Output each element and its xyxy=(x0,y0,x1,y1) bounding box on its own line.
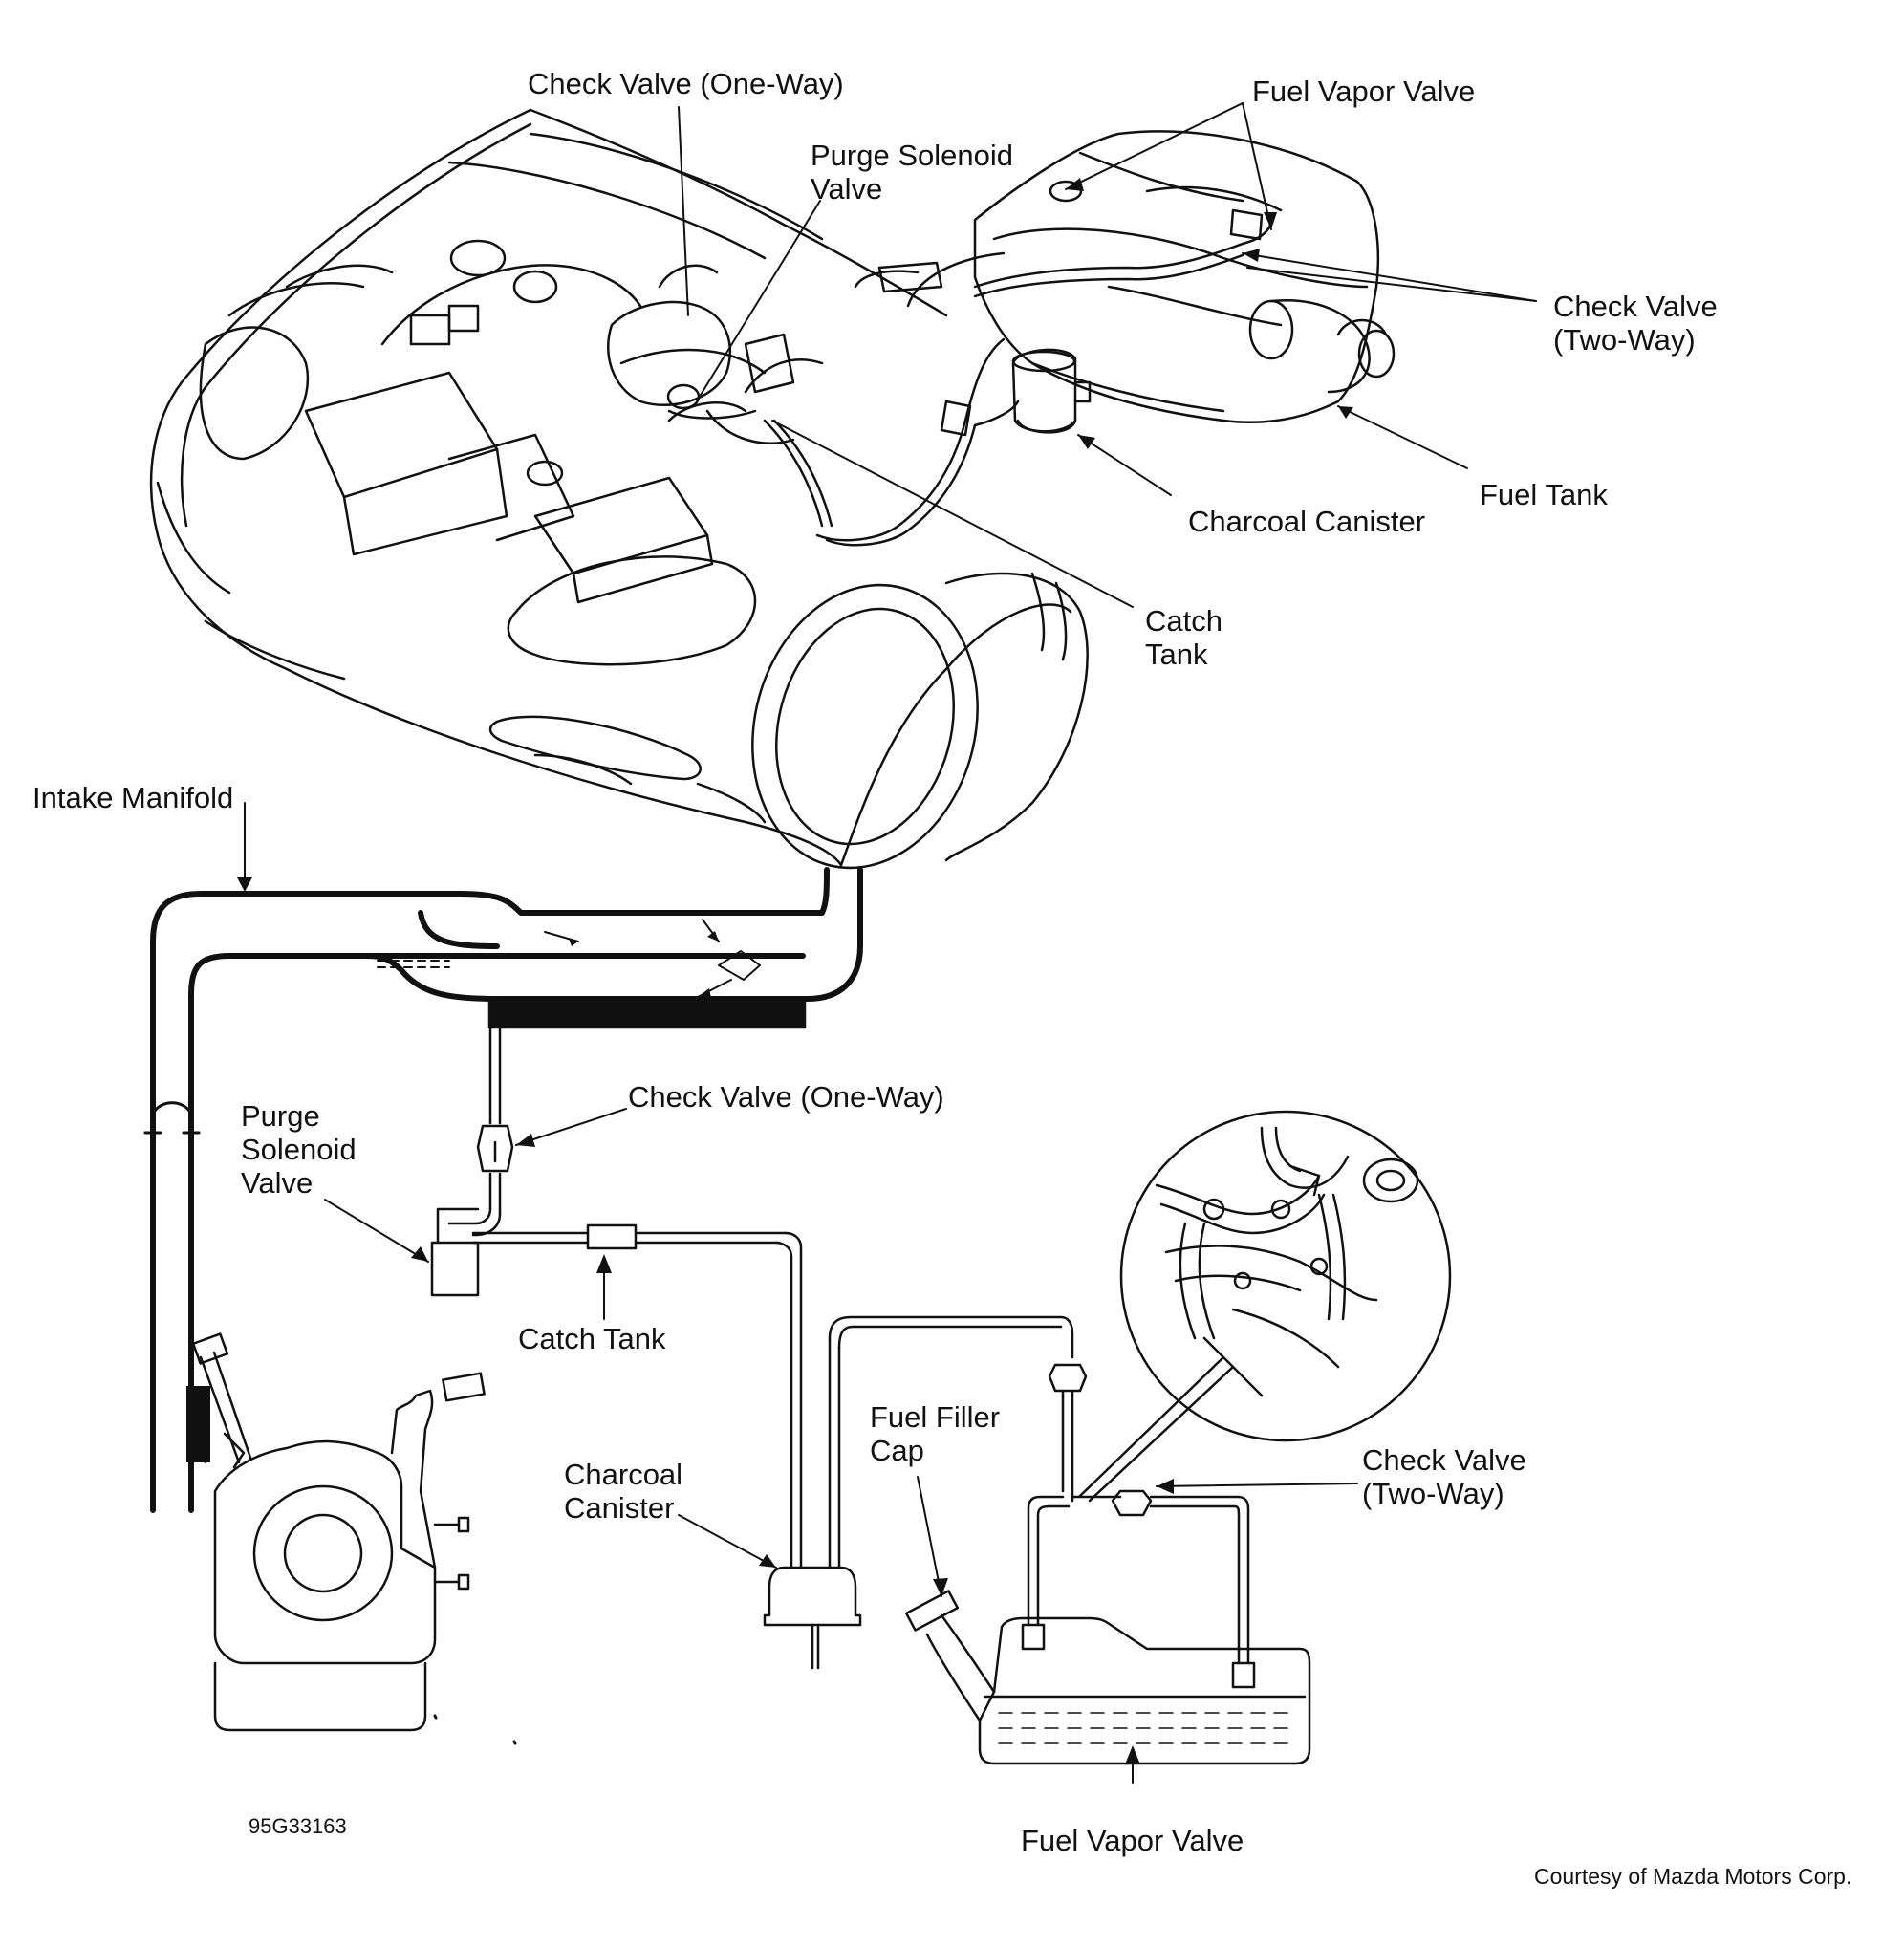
fuel-tank-schematic xyxy=(904,1489,1311,1765)
label-check-valve-one-way: Check Valve (One-Way) xyxy=(628,1080,944,1114)
label-check-valve-two-way-top: Check Valve (Two-Way) xyxy=(1553,290,1718,357)
courtesy-credit: Courtesy of Mazda Motors Corp. xyxy=(1534,1864,1852,1889)
schematic-leader-lines xyxy=(324,1108,1358,1784)
top-arrowheads xyxy=(1066,178,1353,449)
label-fuel-vapor-valve-top: Fuel Vapor Valve xyxy=(1252,75,1476,108)
label-check-valve-two-way: Check Valve (Two-Way) xyxy=(1362,1443,1526,1510)
label-purge-solenoid-valve: Purge Solenoid Valve xyxy=(241,1099,357,1200)
label-intake-manifold: Intake Manifold xyxy=(32,781,234,814)
label-check-valve-one-way-top: Check Valve (One-Way) xyxy=(528,67,844,100)
purge-line xyxy=(430,1026,803,1569)
label-catch-tank-top: Catch Tank xyxy=(1145,604,1222,671)
figure-id: 95G33163 xyxy=(249,1814,347,1838)
label-purge-solenoid-valve-top: Purge Solenoid Valve xyxy=(811,139,1013,206)
fuel-tank-illustration xyxy=(854,130,1396,434)
magnified-detail-circle xyxy=(1078,1110,1452,1503)
label-charcoal-canister: Charcoal Canister xyxy=(564,1458,683,1525)
manifold-joints xyxy=(143,1101,201,1135)
label-catch-tank: Catch Tank xyxy=(518,1322,666,1355)
manifold-hatch-block xyxy=(487,999,807,1029)
dot-mark xyxy=(433,1714,438,1720)
dot-mark xyxy=(512,1740,517,1745)
rotary-engine-schematic xyxy=(186,1332,486,1732)
intake-manifold-pipes xyxy=(150,867,863,1513)
label-charcoal-canister-top: Charcoal Canister xyxy=(1188,505,1426,538)
schematic-arrowheads xyxy=(411,1134,1174,1764)
charcoal-canister-schematic xyxy=(763,1315,1088,1670)
manifold-arrowheads xyxy=(237,877,719,998)
label-fuel-filler-cap: Fuel Filler Cap xyxy=(870,1400,1001,1467)
label-fuel-tank-top: Fuel Tank xyxy=(1480,478,1608,511)
label-fuel-vapor-valve: Fuel Vapor Valve xyxy=(1021,1824,1244,1857)
vehicle-front-illustration xyxy=(149,108,1089,870)
top-leader-lines xyxy=(678,102,1537,608)
